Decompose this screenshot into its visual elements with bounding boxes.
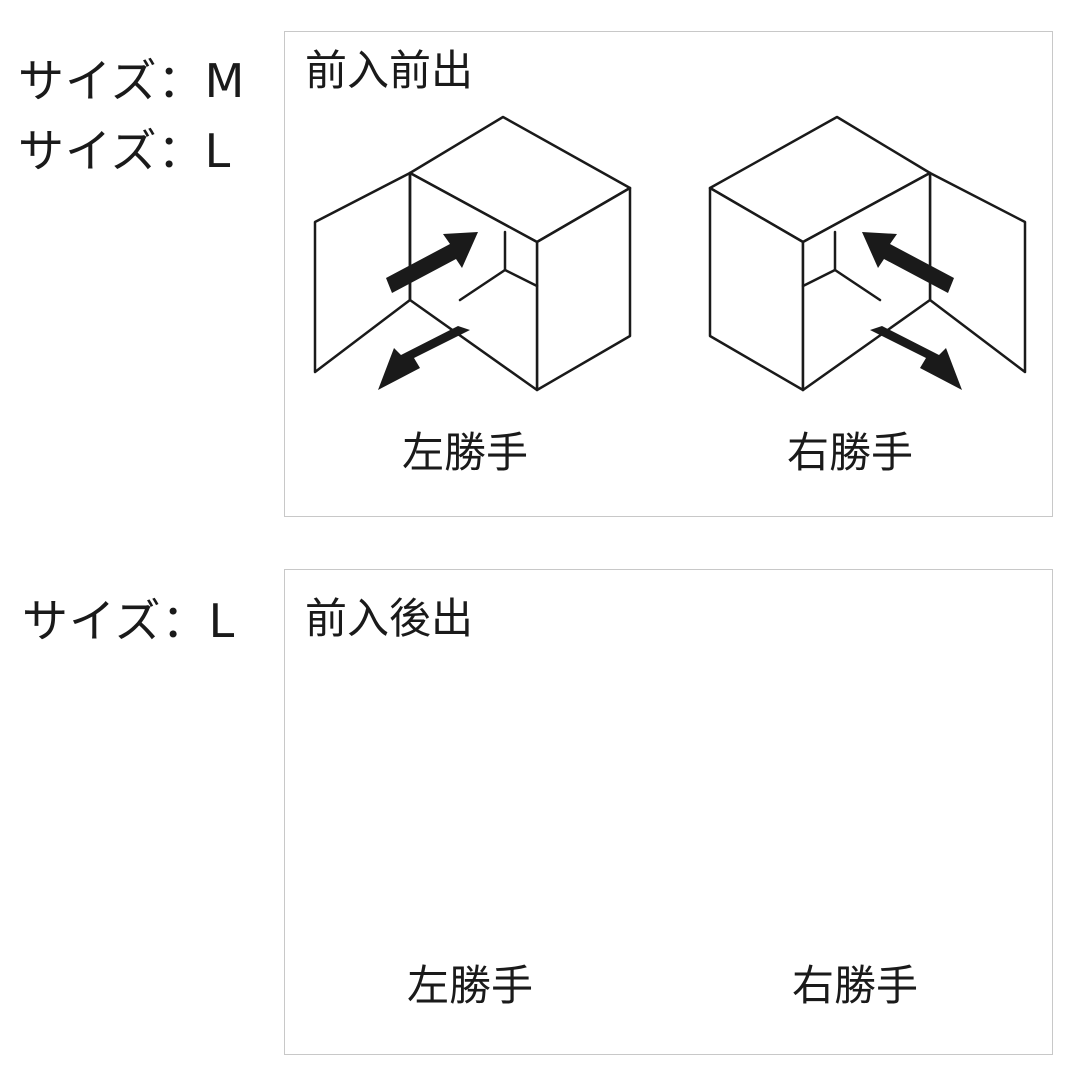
caption-right-hand-bottom: 右勝手	[791, 961, 919, 1010]
panel-title-front-in-front-out: 前入前出	[305, 46, 474, 95]
size-label-l: サイズ：L	[18, 124, 232, 178]
caption-left-hand-top: 左勝手	[401, 428, 529, 477]
arrow-out-icon	[378, 326, 470, 390]
size-label-l-bottom: サイズ：L	[22, 594, 236, 648]
panel-front-in-back-out	[284, 569, 1053, 1055]
cabinet-left-front-out	[313, 115, 632, 392]
arrow-out-icon	[870, 326, 962, 390]
caption-left-hand-bottom: 左勝手	[406, 961, 534, 1010]
arrow-in-icon	[386, 232, 478, 293]
size-label-m: サイズ：M	[18, 54, 246, 108]
cabinet-right-front-out	[708, 115, 1027, 392]
arrow-in-icon	[862, 232, 954, 293]
caption-right-hand-top: 右勝手	[786, 428, 914, 477]
panel-title-front-in-back-out: 前入後出	[305, 594, 474, 643]
